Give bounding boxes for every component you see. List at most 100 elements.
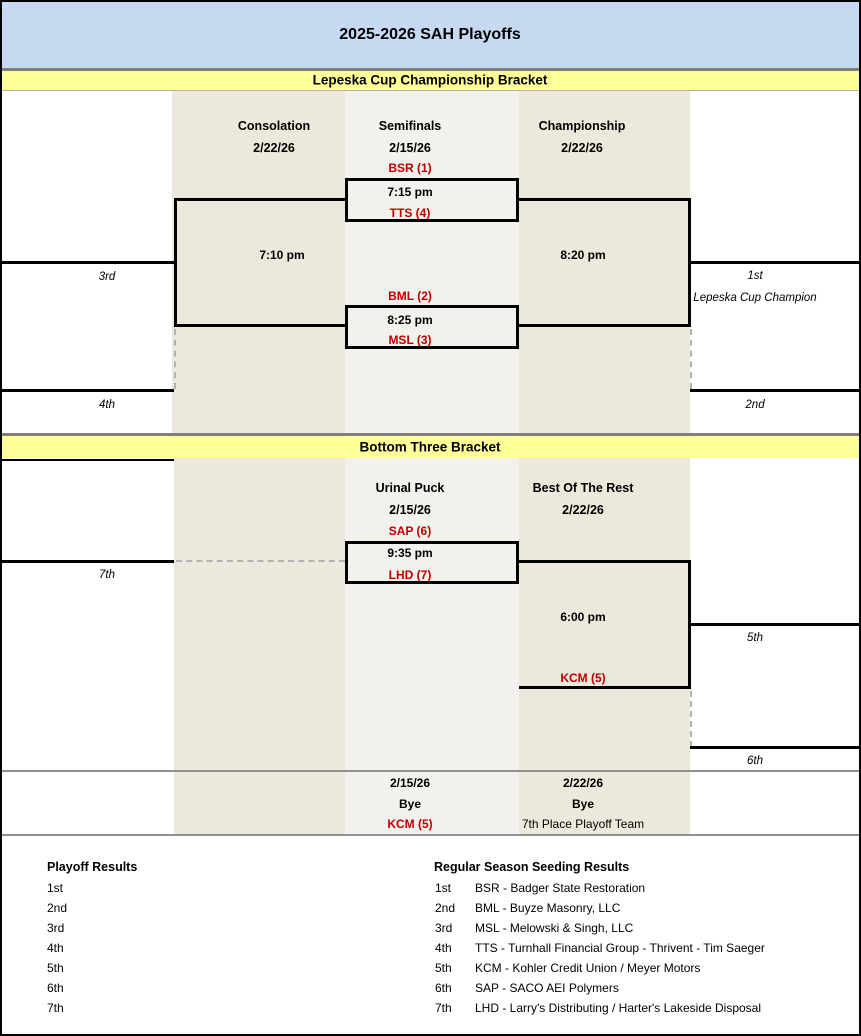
game2-time: 6:00 pm [560,610,606,624]
playoff-result-rank: 2nd [47,901,68,915]
page-title: 2025-2026 SAH Playoffs [339,26,521,43]
best-of-rest-header: Best Of The Rest [532,481,634,495]
consolation-header: Consolation [237,119,311,133]
final-time: 8:20 pm [560,248,606,262]
semifinals-column-stripe [345,91,519,433]
line-7th-feeder [2,560,174,563]
line-5th-place [690,623,859,626]
playoff-result-rank: 5th [47,961,64,975]
bye-semis-label: Bye [398,797,422,811]
line-final-bottom [519,324,690,327]
seeding-team: KCM - Kohler Credit Union / Meyer Motors [475,961,701,975]
divider [2,770,859,772]
dashed-7th-to-game1 [176,560,345,562]
bye-final-label: Bye [571,797,595,811]
bottom-left-stripe [174,458,345,835]
seeding-team: TTS - Turnhall Financial Group - Thriven… [475,941,765,955]
dashed-final-to-2nd [690,329,692,389]
seeding-rank: 4th [435,941,452,955]
seeding-team: SAP - SACO AEI Polymers [475,981,619,995]
semi2-top-team: BML (2) [388,289,432,303]
consolation-date: 2/22/26 [253,141,295,155]
urinal-puck-header: Urinal Puck [375,481,445,495]
semifinals-date: 2/15/26 [389,141,431,155]
championship-header: Championship [538,119,626,133]
line-4th-feeder [2,389,174,392]
line-final-top [519,198,690,201]
seeding-rank: 6th [435,981,452,995]
playoff-result-rank: 4th [47,941,64,955]
semi2-time: 8:25 pm [387,313,433,327]
champion-label: Lepeska Cup Champion [693,292,817,304]
line-3rd-feeder [2,261,174,264]
seeding-rank: 1st [435,881,452,895]
divider [2,90,859,91]
line-game2-top [519,560,690,563]
seeding-rank: 7th [435,1001,452,1015]
dashed-game2-to-6th [690,691,692,747]
best-of-rest-date: 2/22/26 [562,503,604,517]
seeding-rank: 2nd [435,901,456,915]
dashed-consolation-to-4th [174,329,176,389]
consolation-time: 7:10 pm [259,248,305,262]
bottom-three-banner-label: Bottom Three Bracket [359,439,501,455]
bye-final-date: 2/22/26 [562,776,604,790]
line-under-banner [2,459,174,461]
lepeska-banner-label: Lepeska Cup Championship Bracket [312,72,548,88]
championship-date: 2/22/26 [561,141,603,155]
lepeska-banner [2,71,859,90]
line-1st-place [690,261,859,264]
seeding-heading: Regular Season Seeding Results [434,860,630,874]
semifinals-header: Semifinals [378,119,442,133]
bye-final-team: 7th Place Playoff Team [521,817,645,831]
place-5th-label: 5th [747,632,763,644]
championship-column-stripe [519,91,690,433]
place-1st-label: 1st [747,270,763,282]
seed-4th-label: 4th [99,399,115,411]
urinal-puck-date: 2/15/26 [389,503,431,517]
bye-semis-date: 2/15/26 [389,776,431,790]
playoff-result-rank: 1st [47,881,64,895]
line-consolation-top [174,198,345,201]
line-game2-bottom [519,686,690,689]
game1-box [345,541,519,584]
line-game2-vertical [688,560,691,689]
bottom-three-banner [2,436,859,458]
semi2-game-box [345,305,519,349]
line-consolation-vertical [174,198,177,327]
semi1-top-team: BSR (1) [388,161,432,175]
line-consolation-bottom [174,324,345,327]
playoff-result-rank: 6th [47,981,64,995]
game1-time: 9:35 pm [387,546,433,560]
game2-team: KCM (5) [560,671,606,685]
divider [2,433,859,436]
seeding-team: MSL - Melowski & Singh, LLC [475,921,634,935]
title-bar [2,2,859,68]
seeding-rank: 5th [435,961,452,975]
seeding-rank: 3rd [435,921,453,935]
semi2-bottom-team: MSL (3) [388,333,432,347]
game1-top-team: SAP (6) [388,524,432,538]
line-6th-place [690,746,859,749]
divider [2,834,859,836]
line-final-vertical [688,198,691,327]
seed-7th-label: 7th [99,569,115,581]
urinal-puck-stripe [345,458,519,835]
semi1-bottom-team: TTS (4) [389,206,431,220]
playoff-result-rank: 7th [47,1001,64,1015]
playoff-results-heading: Playoff Results [47,860,138,874]
seeding-team: BSR - Badger State Restoration [475,881,646,895]
game1-bottom-team: LHD (7) [388,568,432,582]
consolation-column-stripe [172,91,345,433]
seed-3rd-label: 3rd [98,271,116,283]
bye-semis-team: KCM (5) [387,817,433,831]
semi1-game-box [345,178,519,222]
semi1-time: 7:15 pm [387,185,433,199]
seeding-team: LHD - Larry's Distributing / Harter's La… [475,1001,762,1015]
playoff-result-rank: 3rd [47,921,65,935]
best-of-rest-stripe [519,458,690,835]
line-2nd-place [690,389,859,392]
seeding-team: BML - Buyze Masonry, LLC [475,901,621,915]
divider [2,68,859,71]
